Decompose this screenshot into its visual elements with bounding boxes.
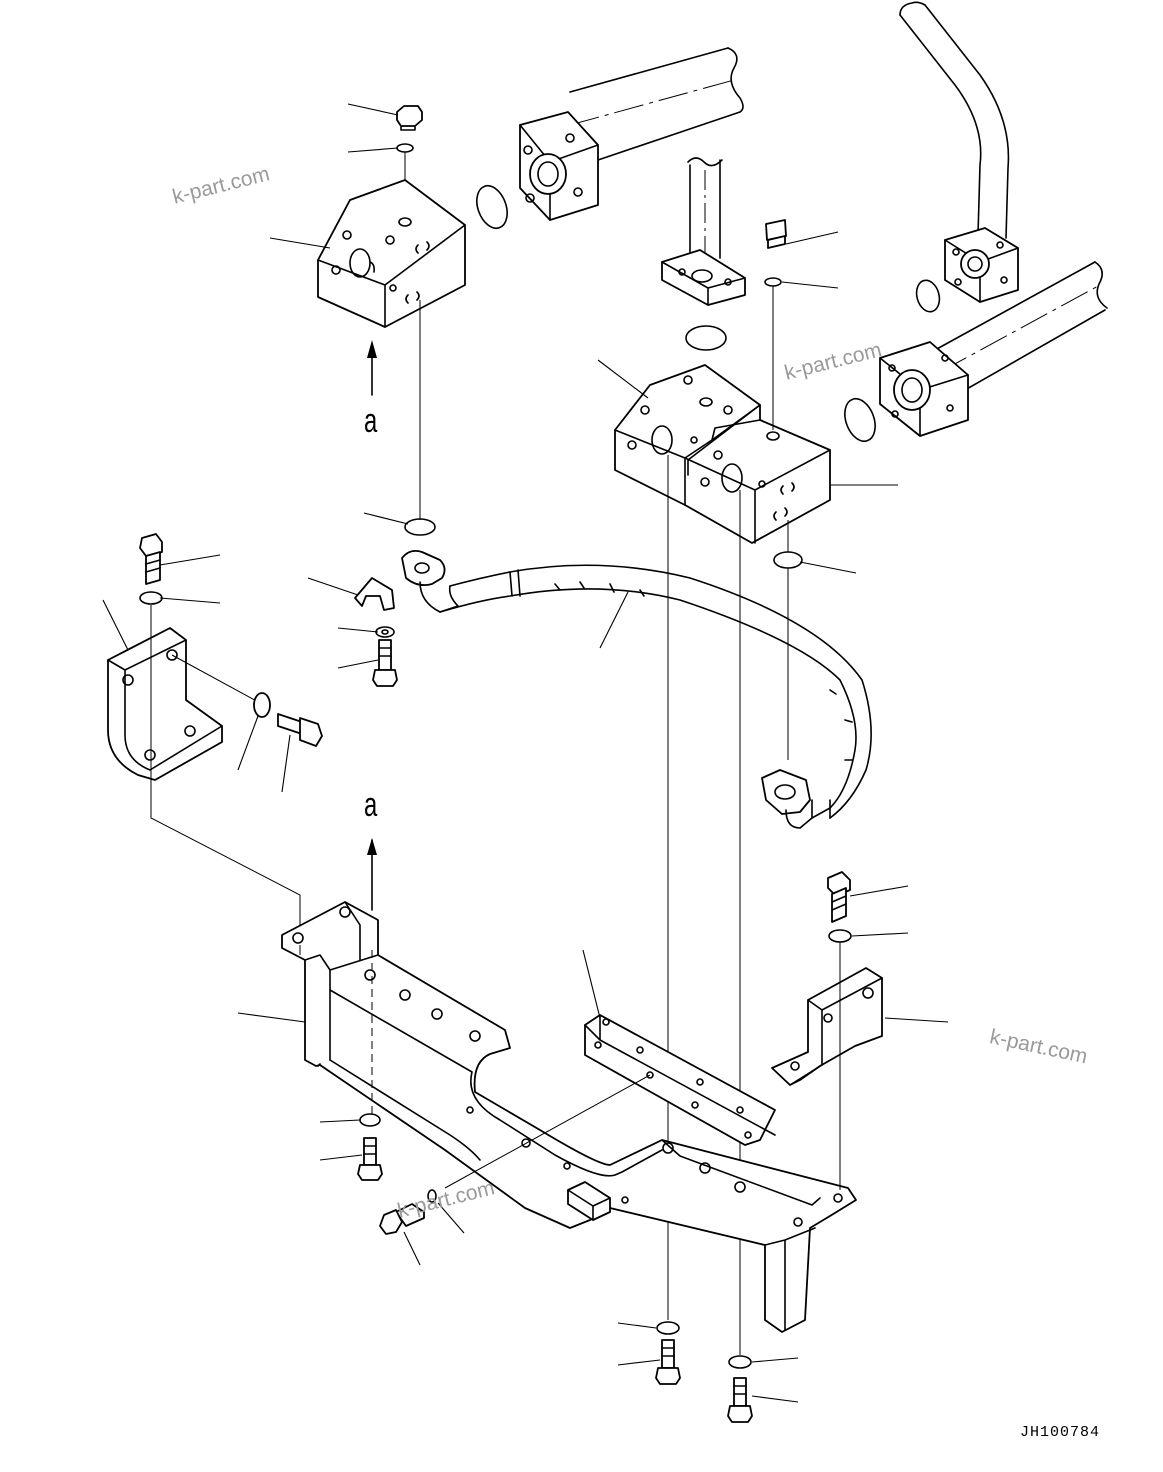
main-support-bracket xyxy=(282,902,856,1332)
o-ring-small xyxy=(774,552,802,568)
valve-block-left xyxy=(318,180,465,327)
washer xyxy=(428,1190,436,1202)
washer xyxy=(360,1114,380,1126)
o-ring-small xyxy=(405,519,435,535)
washer xyxy=(829,930,851,942)
leader-lines xyxy=(103,104,948,1402)
o-ring-small xyxy=(397,144,413,152)
pipe-top-flange xyxy=(520,112,598,220)
valve-block-double xyxy=(615,365,830,543)
o-ring xyxy=(471,182,512,233)
bottom-bolt-right xyxy=(728,1378,752,1422)
bottom-bolt-left xyxy=(358,1138,382,1180)
hose-clamp xyxy=(355,578,394,610)
bottom-bolt-middle xyxy=(656,1340,680,1384)
washer xyxy=(376,627,394,637)
side-bolt xyxy=(380,1204,424,1234)
bracket-right-bolt xyxy=(828,872,850,922)
plug-bolt xyxy=(397,106,422,130)
drawing-code: JH100784 xyxy=(1020,1424,1101,1441)
view-label-upper: a xyxy=(364,402,378,440)
bracket-side-bolt xyxy=(278,714,322,746)
angle-bar xyxy=(585,1015,775,1145)
washer xyxy=(254,693,270,717)
o-ring xyxy=(686,326,726,350)
view-label-lower: a xyxy=(364,786,378,824)
bracket-left-bolt xyxy=(140,534,162,584)
o-ring xyxy=(839,395,880,446)
pipe-vertical-center xyxy=(662,158,745,305)
hydraulic-hose xyxy=(402,551,871,828)
washer xyxy=(657,1322,679,1334)
bracket-right xyxy=(772,968,882,1085)
washer xyxy=(140,592,162,604)
o-ring xyxy=(913,278,943,315)
pipe-bent-upper-right xyxy=(900,2,1018,302)
pipe-top-long xyxy=(570,48,743,160)
view-arrow-upper xyxy=(367,340,377,395)
o-ring-small xyxy=(765,278,781,286)
washer xyxy=(729,1356,751,1368)
view-arrow-lower xyxy=(367,838,377,910)
pipe-right-long xyxy=(880,262,1107,436)
bracket-left xyxy=(108,628,222,780)
clamp-bolt xyxy=(373,640,397,686)
pressure-sensor xyxy=(766,220,786,248)
